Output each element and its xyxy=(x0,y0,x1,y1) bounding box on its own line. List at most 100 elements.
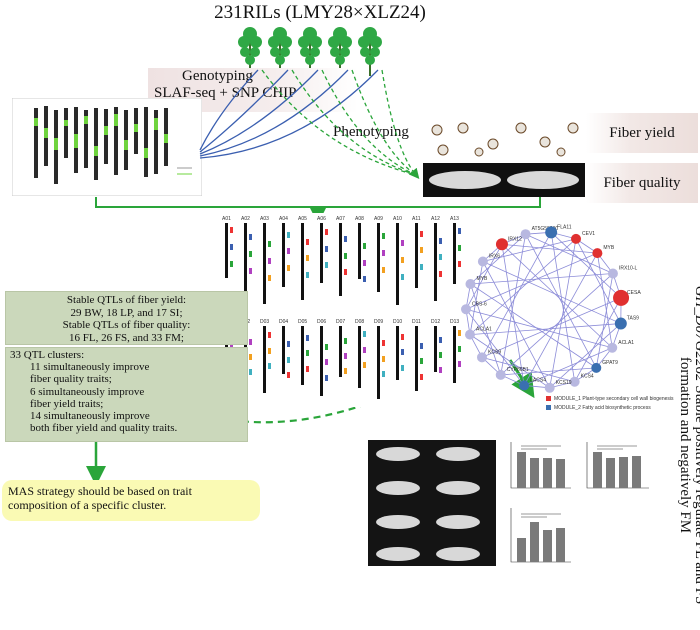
qtl-marker xyxy=(344,338,347,344)
stable-qtls-yield-heading: Stable QTLs of fiber yield: xyxy=(6,294,247,307)
legend-item-module-1: MODULE_1 Plant-type secondary cell wall … xyxy=(546,395,674,404)
qtl-marker xyxy=(287,341,290,347)
chromosome-label-d04: D04 xyxy=(279,319,288,325)
qtl-marker xyxy=(439,238,442,244)
mas-strategy-box: MAS strategy should be based on trait co… xyxy=(2,480,260,521)
chromosome-label-a01: A01 xyxy=(222,216,231,222)
qtl-marker xyxy=(325,359,328,365)
module-2-swatch xyxy=(546,405,551,410)
qtl-marker xyxy=(420,231,423,237)
chromosome-bar xyxy=(263,223,266,304)
chromosome-bar xyxy=(358,223,361,279)
network-node xyxy=(461,304,471,314)
qtl-marker xyxy=(363,331,366,337)
chromosome-label-a03: A03 xyxy=(260,216,269,222)
chromosome-bar xyxy=(320,326,323,396)
qtl-marker xyxy=(401,240,404,246)
network-node xyxy=(478,257,488,267)
network-node-label: TAS9 xyxy=(627,316,639,322)
qtl-marker xyxy=(287,265,290,271)
clusters-line-4: fiber yield traits; xyxy=(10,398,243,410)
clusters-line-5: 14 simultaneously improve xyxy=(10,410,243,422)
qtl-marker xyxy=(382,340,385,346)
qtl-marker xyxy=(230,244,233,250)
qtl-marker xyxy=(363,243,366,249)
qtl-marker xyxy=(401,274,404,280)
chromosome-bar xyxy=(263,326,266,393)
legend-item-module-2: MODULE_2 Fatty acid biosynthetic process xyxy=(546,404,674,413)
chromosome-bar xyxy=(358,326,361,388)
chromosome-bar xyxy=(282,326,285,374)
network-edge xyxy=(501,274,613,375)
chromosome-label-a07: A07 xyxy=(336,216,345,222)
qtl-marker xyxy=(325,246,328,252)
network-node xyxy=(496,238,508,250)
validation-bar-charts xyxy=(503,438,653,568)
qtl-marker xyxy=(325,262,328,268)
network-edge xyxy=(524,253,597,385)
network-node xyxy=(571,234,581,244)
network-node xyxy=(477,352,487,362)
qtl-marker xyxy=(268,332,271,338)
network-node xyxy=(545,226,557,238)
network-edge xyxy=(526,234,597,368)
qtl-marker xyxy=(268,348,271,354)
qtl-marker xyxy=(401,257,404,263)
chromosome-bar xyxy=(301,223,304,300)
gene-id: GH_D07G2262 xyxy=(692,286,700,382)
chromosome-bar xyxy=(434,223,437,301)
network-edge xyxy=(466,309,524,385)
clusters-line-3: 6 simultaneously improve xyxy=(10,386,243,398)
chromosome-bar xyxy=(225,223,228,278)
network-node-label: CEV1 xyxy=(582,231,595,237)
qtl-marker xyxy=(363,347,366,353)
chromosome-bar xyxy=(301,326,304,385)
network-node xyxy=(521,229,531,239)
network-node-label: MYB xyxy=(603,245,615,251)
qtl-marker xyxy=(306,255,309,261)
chromosome-bar xyxy=(396,223,399,305)
chromosome-bar xyxy=(415,326,418,391)
network-node xyxy=(608,269,618,279)
qtl-marker xyxy=(306,272,309,278)
qtl-marker xyxy=(268,275,271,281)
qtl-clusters-box: 33 QTL clusters: 11 simultaneously impro… xyxy=(5,347,248,442)
chromosome-label-a06: A06 xyxy=(317,216,326,222)
legend-module-1-label: MODULE_1 Plant-type secondary cell wall … xyxy=(554,396,674,402)
clusters-line-2: fiber quality traits; xyxy=(10,373,243,385)
qtl-marker xyxy=(363,362,366,368)
chromosome-bar xyxy=(339,223,342,296)
chromosome-label-d07: D07 xyxy=(336,319,345,325)
qtl-marker xyxy=(439,271,442,277)
qtl-marker xyxy=(306,366,309,372)
qtl-marker xyxy=(287,357,290,363)
qtl-marker xyxy=(439,367,442,373)
chromosome-label-a09: A09 xyxy=(374,216,383,222)
qtl-marker xyxy=(382,233,385,239)
chromosome-label-d06: D06 xyxy=(317,319,326,325)
qtl-marker xyxy=(249,354,252,360)
network-node-label: CESA4 xyxy=(627,290,641,296)
qtl-marker xyxy=(420,358,423,364)
qtl-marker xyxy=(325,375,328,381)
chromosome-label-d08: D08 xyxy=(355,319,364,325)
qtl-marker xyxy=(344,236,347,242)
network-node-label: IRX12 xyxy=(508,236,522,242)
qtl-marker xyxy=(268,363,271,369)
qtl-marker xyxy=(401,349,404,355)
chromosome-bar xyxy=(396,326,399,380)
network-node-label: IRX6 xyxy=(489,254,500,260)
network-edge xyxy=(502,244,612,347)
qtl-marker xyxy=(268,241,271,247)
qtl-marker xyxy=(306,350,309,356)
network-node-label: IRX10-L xyxy=(619,266,638,272)
network-node xyxy=(607,343,617,353)
chromosome-bar xyxy=(320,223,323,283)
qtl-marker xyxy=(420,343,423,349)
qtl-marker xyxy=(344,253,347,259)
network-node-label: FLA11 xyxy=(557,224,572,230)
qtl-marker xyxy=(249,339,252,345)
clusters-line-6: both fiber yield and quality traits. xyxy=(10,422,243,434)
network-node-label: LACS4 xyxy=(530,377,546,383)
